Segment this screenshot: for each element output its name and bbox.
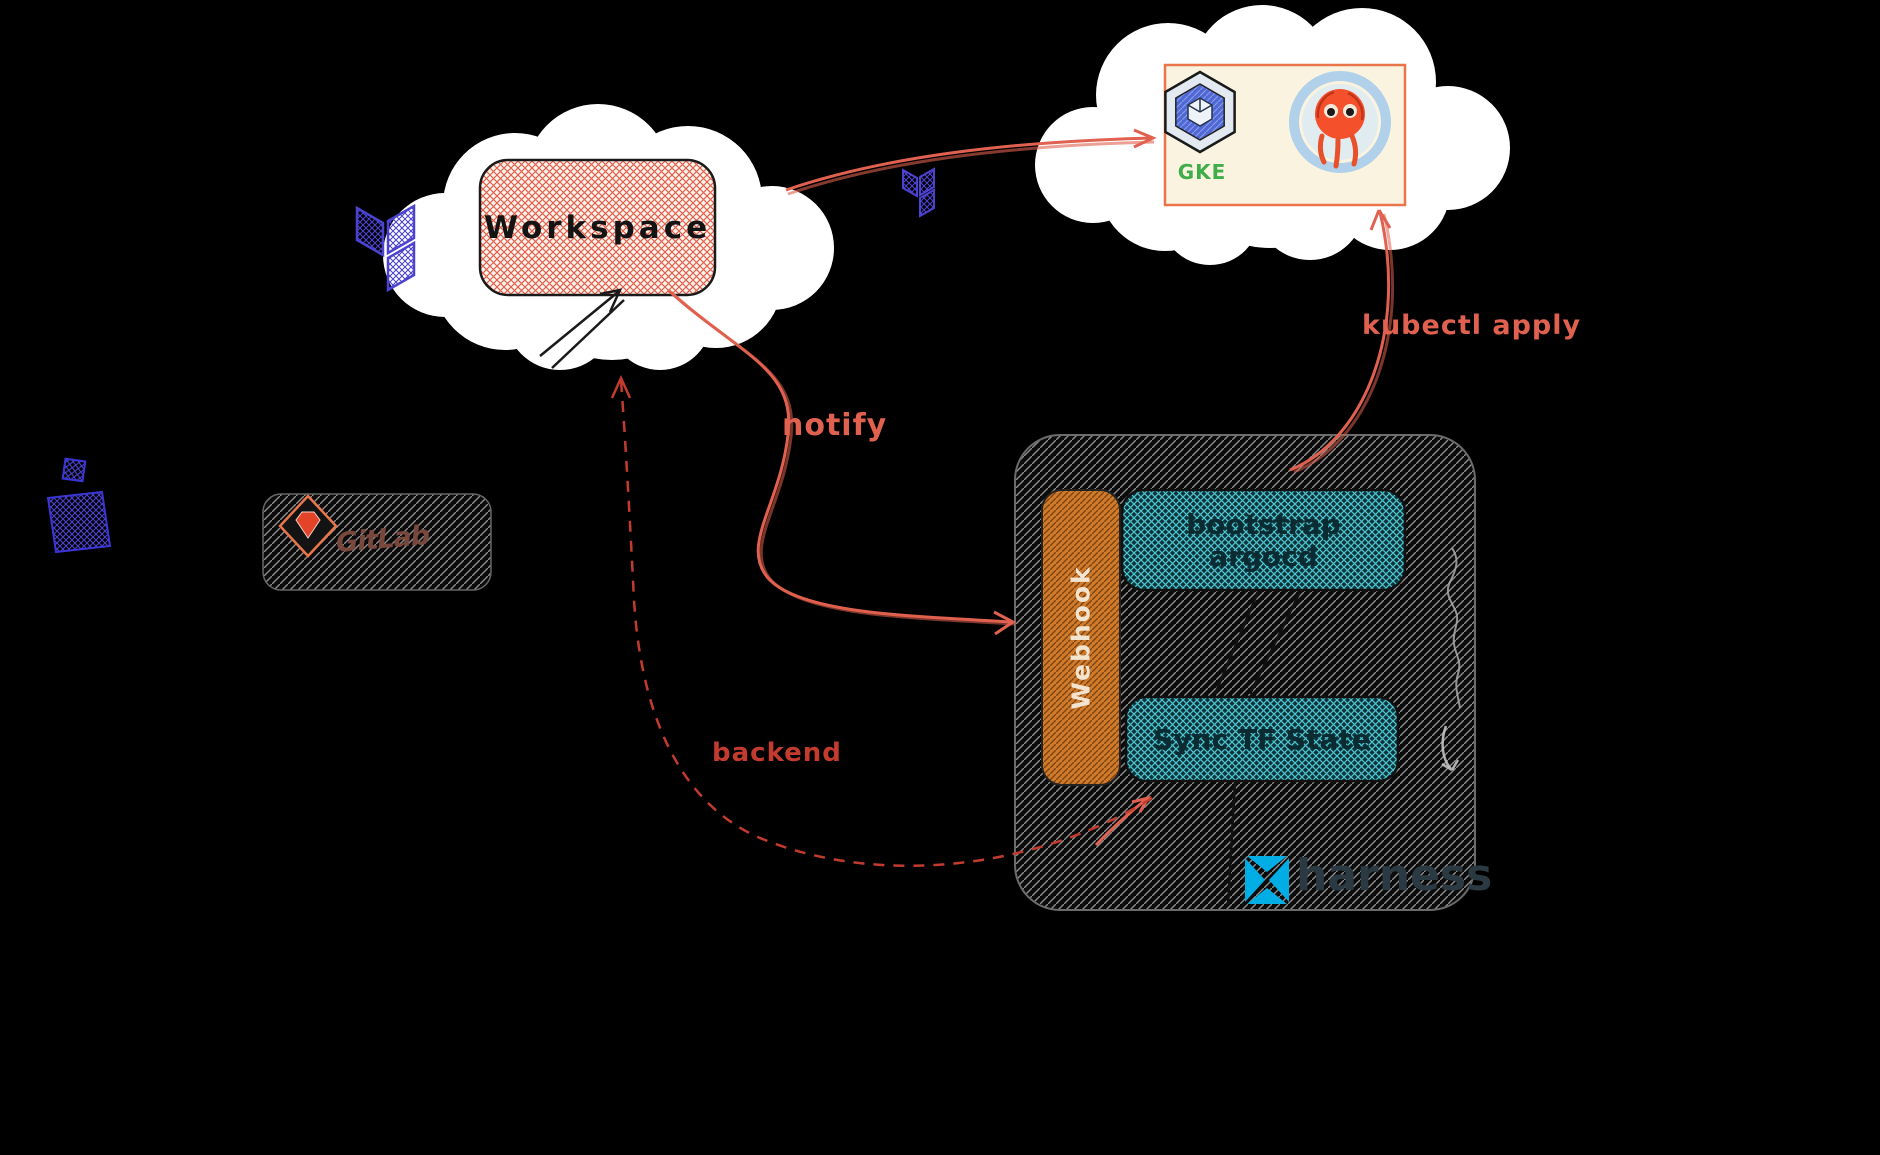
webhook-node-label-text: Webhook (1066, 565, 1096, 710)
edge-label-backend: backend (712, 738, 842, 768)
vertical-scribble (1441, 547, 1461, 772)
edge-label-notify: notify (782, 408, 888, 443)
bootstrap-argocd-node-label: bootstrap argocd (1122, 492, 1405, 590)
gke-label: GKE (1177, 160, 1227, 184)
arrow-backend (610, 374, 1153, 868)
sync-tf-state-node (1124, 695, 1400, 783)
workspace-node-label: Workspace (483, 210, 712, 246)
terraform-icon-large (355, 203, 416, 293)
edge-label-kubectl-apply: kubectl apply (1362, 310, 1582, 341)
arrow-notify (666, 288, 1016, 636)
arrow-into-sync (1094, 795, 1152, 847)
gitlab-box (262, 493, 492, 591)
workspace-node (478, 158, 717, 297)
terraform-icon-small (902, 167, 935, 218)
bootstrap-label-line1: bootstrap (1186, 507, 1341, 541)
webhook-node (1041, 489, 1121, 786)
bootstrap-label-line2: argocd (1209, 540, 1318, 573)
webhook-node-label: Webhook (1042, 490, 1120, 785)
gke-icon (1164, 70, 1236, 154)
gitlab-icon (278, 494, 338, 558)
bootstrap-argocd-node (1120, 488, 1407, 592)
arrow-kubectl-apply (1289, 209, 1395, 474)
arrow-workspace-to-gke (785, 128, 1157, 196)
blue-crosshatch-shape (46, 457, 112, 554)
argocd-icon (1289, 71, 1391, 173)
internal-connectors (1213, 591, 1302, 906)
harness-wordmark: harness (1296, 850, 1493, 901)
harness-icon (1245, 856, 1289, 904)
workspace-in-arrow (539, 288, 625, 369)
sync-tf-state-node-label: Sync TF State (1153, 722, 1371, 756)
